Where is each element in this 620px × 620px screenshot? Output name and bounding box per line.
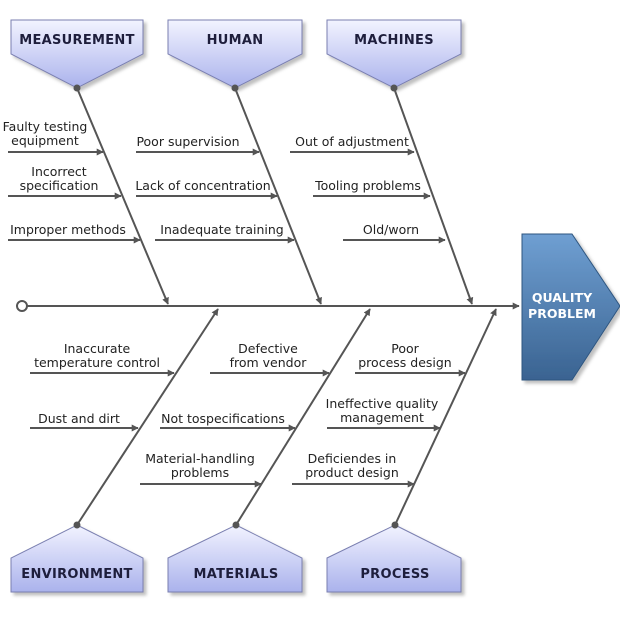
bone-process [394,308,497,526]
cause-label: Improper methods [10,222,126,237]
cause-label: Poor supervision [136,134,239,149]
cause-process-3: Deficiendes in product design [292,451,415,488]
cause-measurement-2: Incorrect specification [8,164,122,200]
cause-label: Inaccurate [64,341,131,356]
cause-label: Defective [238,341,298,356]
cause-machines-1: Out of adjustment [290,134,415,156]
category-box-measurement [10,19,144,89]
cause-human-1: Poor supervision [136,134,260,156]
cause-label: specification [20,178,99,193]
category-label-measurement: MEASUREMENT [19,33,135,48]
cause-label: Old/worn [363,222,419,237]
cause-machines-3: Old/worn [343,222,446,244]
bone-joint-measurement [73,84,81,92]
cause-label: product design [305,465,399,480]
effect-title-line2: PROBLEM [528,306,596,321]
cause-machines-2: Tooling problems [313,178,431,200]
spine-tail-marker [16,300,28,312]
bone-environment [76,308,219,526]
cause-label: Deficiendes in [308,451,397,466]
cause-label: problems [171,465,229,480]
cause-human-2: Lack of concentration [135,178,278,200]
cause-label: Not tospecifications [161,411,285,426]
bone-joint-machines [390,84,398,92]
effect-head-shape [521,233,620,381]
category-box-machines [326,19,462,89]
cause-label: Faulty testing [3,119,88,134]
bone-joint-process [391,521,399,529]
category-label-materials: MATERIALS [194,567,279,582]
category-label-human: HUMAN [207,33,264,48]
cause-process-1: Poor process design [355,341,466,377]
cause-label: Dust and dirt [38,411,120,426]
bone-machines [393,87,474,305]
cause-measurement-1: Faulty testing equipment [3,119,104,156]
category-materials: MATERIALS [167,308,371,593]
cause-label: temperature control [34,355,160,370]
cause-label: Material-handling [145,451,255,466]
cause-label: from vendor [230,355,308,370]
category-machines: MACHINES [326,19,474,305]
bone-measurement [76,87,169,305]
cause-measurement-3: Improper methods [8,222,141,244]
cause-process-2: Ineffective quality management [326,396,441,432]
category-label-machines: MACHINES [354,33,434,48]
cause-label: Tooling problems [314,178,421,193]
cause-environment-2: Dust and dirt [30,411,139,432]
cause-materials-1: Defective from vendor [210,341,330,377]
category-process: PROCESS [326,308,497,593]
category-label-process: PROCESS [360,567,429,582]
bone-joint-materials [232,521,240,529]
category-measurement: MEASUREMENT [10,19,169,305]
bone-human [234,87,322,305]
cause-materials-2: Not tospecifications [160,411,296,432]
cause-label: Incorrect [31,164,86,179]
category-box-human [167,19,303,89]
bone-materials [235,308,371,526]
cause-label: Lack of concentration [135,178,270,193]
category-box-environment [10,524,144,593]
cause-human-3: Inadequate training [155,222,295,244]
bone-joint-human [231,84,239,92]
cause-materials-3: Material-handling problems [140,451,262,488]
category-label-environment: ENVIRONMENT [21,567,132,582]
category-box-materials [167,524,303,593]
cause-label: equipment [11,133,79,148]
cause-label: Out of adjustment [295,134,409,149]
cause-label: Poor [391,341,419,356]
cause-label: process design [358,355,451,370]
cause-label: Inadequate training [160,222,283,237]
cause-environment-1: Inaccurate temperature control [30,341,175,377]
cause-label: management [340,410,424,425]
bone-joint-environment [73,521,81,529]
category-human: HUMAN [167,19,322,305]
cause-label: Ineffective quality [326,396,439,411]
category-box-process [326,524,462,593]
category-environment: ENVIRONMENT [10,308,219,593]
effect-title-line1: QUALITY [532,290,593,305]
effect-head: QUALITY PROBLEM [521,233,620,381]
